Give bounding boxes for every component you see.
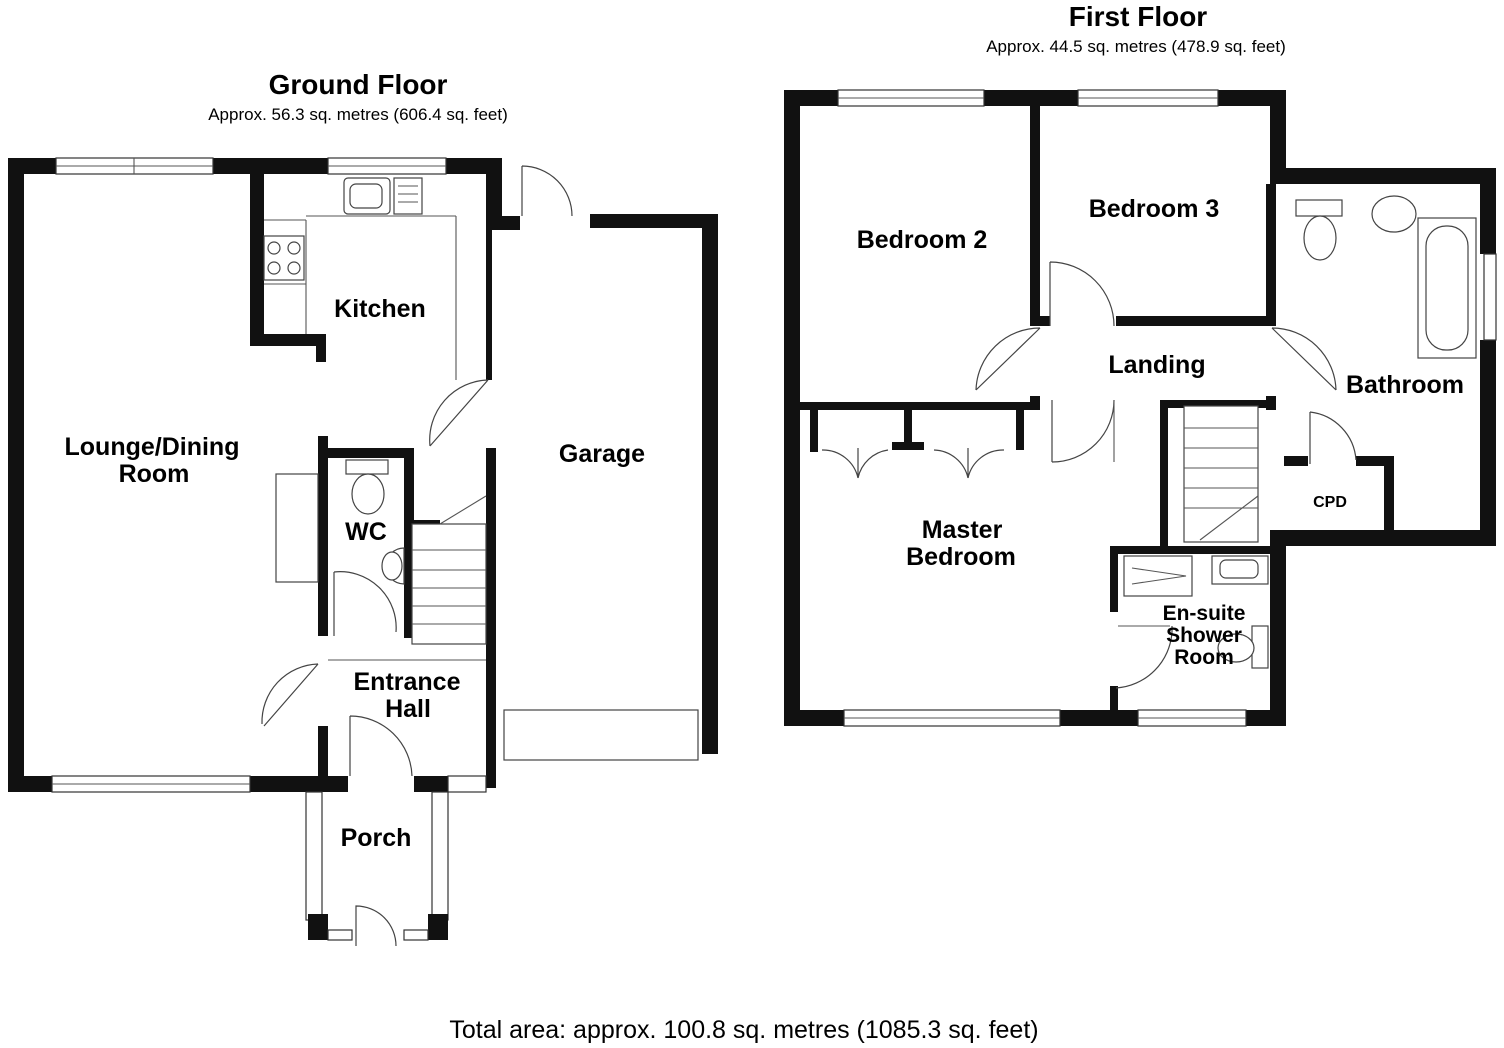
first-floor-title: First Floor	[1069, 1, 1208, 32]
room-label-lounge-line1: Lounge/Dining	[65, 433, 240, 461]
room-label-cpd: CPD	[1313, 494, 1347, 511]
room-label-wc: WC	[345, 518, 387, 546]
room-label-kitchen: Kitchen	[334, 295, 426, 323]
room-label-hall-line2: Hall	[385, 695, 431, 723]
room-label-porch: Porch	[341, 824, 412, 852]
room-label-bedroom2: Bedroom 2	[857, 226, 988, 254]
ground-floor-plan	[8, 157, 718, 947]
room-label-ensuite-line3: Room	[1174, 646, 1234, 669]
room-label-ensuite-line2: Shower	[1166, 624, 1242, 647]
total-area: Total area: approx. 100.8 sq. metres (10…	[449, 1016, 1038, 1044]
ground-floor-area: Approx. 56.3 sq. metres (606.4 sq. feet)	[208, 105, 508, 124]
room-label-garage: Garage	[559, 440, 645, 468]
room-label-hall-line1: Entrance	[354, 668, 461, 696]
first-floor-area: Approx. 44.5 sq. metres (478.9 sq. feet)	[986, 37, 1286, 56]
first-floor-plan	[784, 89, 1497, 727]
room-label-bathroom: Bathroom	[1346, 371, 1464, 399]
room-label-lounge-line2: Room	[119, 460, 190, 488]
room-label-master-line1: Master	[922, 516, 1003, 544]
room-label-bedroom3: Bedroom 3	[1089, 195, 1220, 223]
ground-floor-title: Ground Floor	[269, 69, 448, 100]
room-label-landing: Landing	[1108, 351, 1205, 379]
room-label-master-line2: Bedroom	[906, 543, 1016, 571]
room-label-ensuite-line1: En-suite	[1163, 602, 1246, 625]
